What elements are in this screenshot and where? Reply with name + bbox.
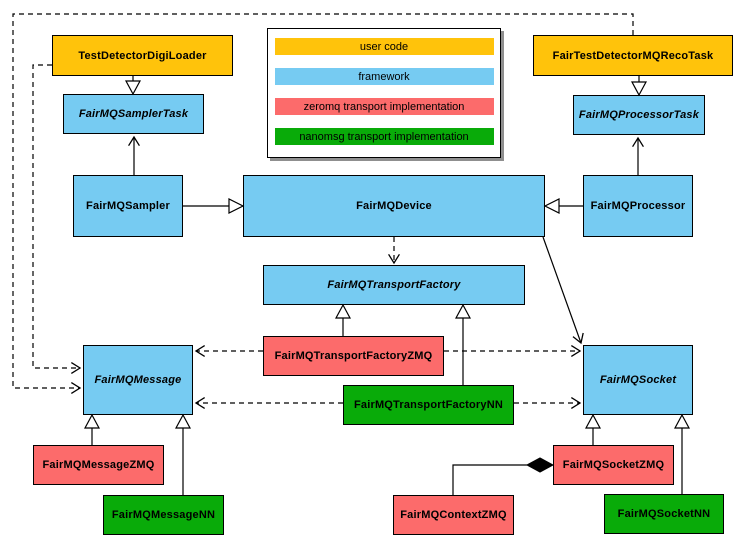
node-fairmq-context-zmq: FairMQContextZMQ xyxy=(393,495,514,535)
node-fairmq-message: FairMQMessage xyxy=(83,345,193,415)
legend-swatch-framework: framework xyxy=(274,68,494,85)
node-label: FairMQProcessor xyxy=(590,200,686,212)
legend-label-nanomsg: nanomsg transport implementation xyxy=(299,130,469,143)
node-fairmq-sampler-task: FairMQSamplerTask xyxy=(63,94,204,134)
node-label: FairMQMessage xyxy=(94,374,182,386)
legend-label-framework: framework xyxy=(358,70,410,83)
edge-sampler-inherits-device xyxy=(183,198,245,214)
edge-factoryzmq-inherits-transportfactory xyxy=(334,303,352,336)
node-label: FairMQTransportFactoryZMQ xyxy=(274,350,433,362)
edge-device-uses-socket xyxy=(542,236,584,345)
node-fairmq-transport-factory: FairMQTransportFactory xyxy=(263,265,525,305)
node-fairmq-sampler: FairMQSampler xyxy=(73,175,183,237)
node-label: FairMQTransportFactoryNN xyxy=(353,399,504,411)
edge-messagezmq-inherits-message xyxy=(83,413,101,445)
node-fairmq-processor: FairMQProcessor xyxy=(583,175,693,237)
edge-recotask-inherits-processortask xyxy=(630,76,648,97)
node-label: FairMQSocketNN xyxy=(617,508,711,520)
legend-swatch-zeromq: zeromq transport implementation xyxy=(274,98,494,115)
node-fairmq-transport-factory-zmq: FairMQTransportFactoryZMQ xyxy=(263,336,444,376)
node-test-detector-digi-loader: TestDetectorDigiLoader xyxy=(52,35,233,76)
node-fairmq-message-nn: FairMQMessageNN xyxy=(103,495,224,535)
legend-label-user-code: user code xyxy=(359,40,409,53)
legend-swatch-user-code: user code xyxy=(274,38,494,55)
node-fairmq-socket-zmq: FairMQSocketZMQ xyxy=(553,445,674,485)
edge-processor-inherits-device xyxy=(543,198,583,214)
legend: user code framework zeromq transport imp… xyxy=(267,28,501,158)
node-label: FairMQContextZMQ xyxy=(400,509,507,521)
node-label: FairMQSampler xyxy=(86,200,170,212)
node-label: FairMQSocket xyxy=(599,374,677,386)
edge-messagenn-inherits-message xyxy=(174,413,192,495)
node-fairmq-socket-nn: FairMQSocketNN xyxy=(604,494,724,534)
node-fairmq-message-zmq: FairMQMessageZMQ xyxy=(33,445,164,485)
node-label: FairMQSamplerTask xyxy=(78,108,189,120)
node-label: FairMQDevice xyxy=(356,200,432,212)
node-label: TestDetectorDigiLoader xyxy=(78,49,207,62)
node-fairmq-processor-task: FairMQProcessorTask xyxy=(573,95,705,135)
node-label: FairMQSocketZMQ xyxy=(562,459,665,471)
node-label: FairMQMessageZMQ xyxy=(42,459,155,471)
legend-swatch-nanomsg: nanomsg transport implementation xyxy=(274,128,494,145)
node-fairmq-socket: FairMQSocket xyxy=(583,345,693,415)
edge-socketnn-inherits-socket xyxy=(673,413,691,494)
node-fair-test-detector-mq-reco-task: FairTestDetectorMQRecoTask xyxy=(533,35,733,76)
edge-contextzmq-composed-in-socketzmq xyxy=(452,457,555,495)
edge-socketzmq-inherits-socket xyxy=(584,413,602,445)
node-label: FairMQTransportFactory xyxy=(327,279,461,291)
node-fairmq-transport-factory-nn: FairMQTransportFactoryNN xyxy=(343,385,514,425)
node-label: FairMQMessageNN xyxy=(111,509,216,521)
edge-digiloader-inherits-samplertask xyxy=(124,76,142,96)
node-label: FairTestDetectorMQRecoTask xyxy=(552,49,714,62)
edge-factorynn-inherits-transportfactory xyxy=(454,303,472,385)
legend-label-zeromq: zeromq transport implementation xyxy=(303,100,465,113)
node-label: FairMQProcessorTask xyxy=(578,109,700,121)
node-fairmq-device: FairMQDevice xyxy=(243,175,545,237)
